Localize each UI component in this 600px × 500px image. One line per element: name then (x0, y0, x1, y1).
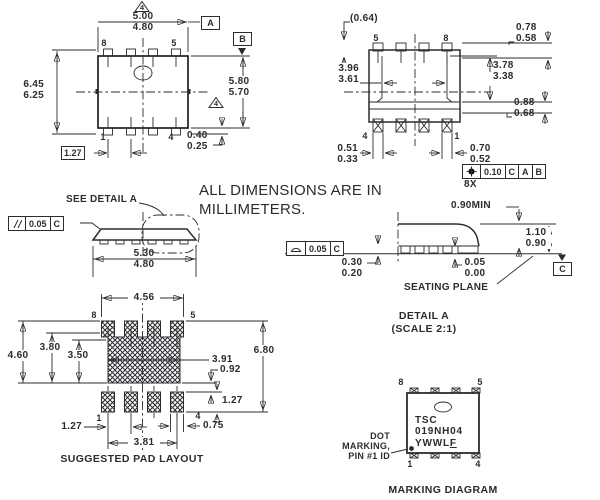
dim-min-height: 0.90MIN (451, 200, 491, 211)
fcf-datum: C (49, 217, 64, 230)
marking-line-2: 019NH04 (415, 426, 463, 438)
fcf-datum: C (504, 165, 519, 178)
pin-label: 4 (195, 411, 201, 421)
pin-label: 4 (475, 459, 481, 469)
position-symbol-icon (463, 165, 480, 178)
dim-span: 3.81 (128, 437, 160, 449)
dim-shoulder: 0.88 0.68 (514, 97, 535, 120)
parallelism-symbol-icon (9, 217, 25, 230)
dim-body-width: 5.30 4.80 (133, 248, 155, 271)
dim-left-height: 6.45 6.25 (23, 79, 44, 102)
pin-label: 1 (454, 131, 460, 141)
bottom-view-linework (340, 21, 552, 159)
fcf-qty: 8X (464, 179, 477, 190)
pin-label: 4 (362, 131, 368, 141)
pin-label: 5 (373, 33, 379, 43)
detail-a-caption: DETAIL A (398, 310, 450, 322)
pin-label: 5 (477, 377, 483, 387)
dim-mid-height: 3.80 (35, 342, 65, 354)
datum-c-box: C (553, 262, 572, 276)
pin-label: 1 (407, 459, 413, 469)
dim-lead-height: 0.78 0.58 (516, 22, 537, 45)
see-detail-callout: SEE DETAIL A (66, 194, 138, 205)
dim-pad-height: 3.50 (63, 350, 93, 362)
marking-caption: MARKING DIAGRAM (388, 484, 498, 496)
datum-a-box: A (201, 16, 220, 30)
dim-lead-width-left: 0.51 0.33 (337, 143, 358, 166)
dim-pad-length: 3.78 3.38 (493, 60, 514, 83)
pin-label: 5 (190, 310, 196, 320)
fcf-datum: B (531, 165, 546, 178)
seating-plane-label: SEATING PLANE (404, 282, 489, 293)
profile-symbol-icon (287, 242, 305, 255)
dim-total-height: 6.80 (248, 345, 280, 357)
dim-lead-protrusion: 0.40 0.25 (187, 130, 208, 153)
pad-layout-linework (18, 294, 268, 450)
dim-gap: 0.92 (220, 364, 241, 375)
fcf-tolerance: 0.05 (25, 217, 50, 230)
pin-label: 8 (443, 33, 449, 43)
fcf-datum: C (329, 242, 344, 255)
pad-layout-caption: SUGGESTED PAD LAYOUT (60, 453, 204, 465)
pin-label: 5 (171, 38, 177, 48)
fcf-tolerance: 0.05 (305, 242, 330, 255)
dim-small-pad-width: 0.75 (203, 420, 224, 431)
note-flag-icon: 4 (208, 96, 224, 108)
fcf-datum: A (518, 165, 532, 178)
dim-ref-lead-length: (0.64) (350, 13, 378, 24)
dim-standoff: 0.05 0.00 (464, 257, 486, 280)
general-note: ALL DIMENSIONS ARE IN MILLIMETERS. (199, 182, 382, 218)
side-view-linework (80, 202, 200, 277)
marking-line-3: YWWLF (415, 437, 457, 449)
dim-overall-height: 4.60 (3, 350, 33, 362)
pin-label: 4 (168, 132, 174, 142)
profile-tolerance-frame: 0.05 C (286, 241, 345, 256)
dim-top-width: 5.00 4.80 (132, 11, 154, 34)
dim-pitch-boxed: 1.27 (61, 146, 85, 160)
device-marking: TSC 019NH04 YWWLF (415, 415, 477, 449)
dim-lead-thickness: 0.30 0.20 (341, 257, 363, 280)
pin-label: 8 (101, 38, 107, 48)
marking-diagram-linework (390, 387, 481, 459)
svg-text:4: 4 (140, 3, 145, 12)
dim-lead-width-right: 0.70 0.52 (470, 143, 491, 166)
datum-b-box: B (233, 32, 252, 46)
pin-label: 8 (91, 310, 97, 320)
dim-pad-width: 3.96 3.61 (326, 63, 360, 86)
pin-label: 1 (96, 413, 102, 423)
fcf-tolerance: 0.10 (480, 165, 505, 178)
pin-label: 8 (398, 377, 404, 387)
svg-text:4: 4 (214, 99, 219, 108)
pin-label: 1 (100, 132, 106, 142)
dim-pitch: 1.27 (61, 421, 82, 432)
parallelism-tolerance-frame: 0.05 C (8, 216, 65, 231)
dim-pad-width: 3.91 (212, 354, 233, 365)
dot-marking-label: DOT MARKING, PIN #1 ID (342, 431, 390, 462)
marking-line-1: TSC (415, 415, 438, 426)
dim-total-height: 1.10 0.90 (521, 227, 551, 250)
dim-right-span: 5.80 5.70 (224, 76, 254, 99)
detail-a-scale: (SCALE 2:1) (391, 323, 457, 335)
dim-row-width: 4.56 (128, 292, 160, 304)
note-flag-icon: 4 (134, 0, 150, 12)
dim-small-pad-height: 1.27 (222, 395, 243, 406)
top-view-linework (52, 22, 250, 158)
position-tolerance-frame: 0.10 C A B (462, 164, 547, 179)
